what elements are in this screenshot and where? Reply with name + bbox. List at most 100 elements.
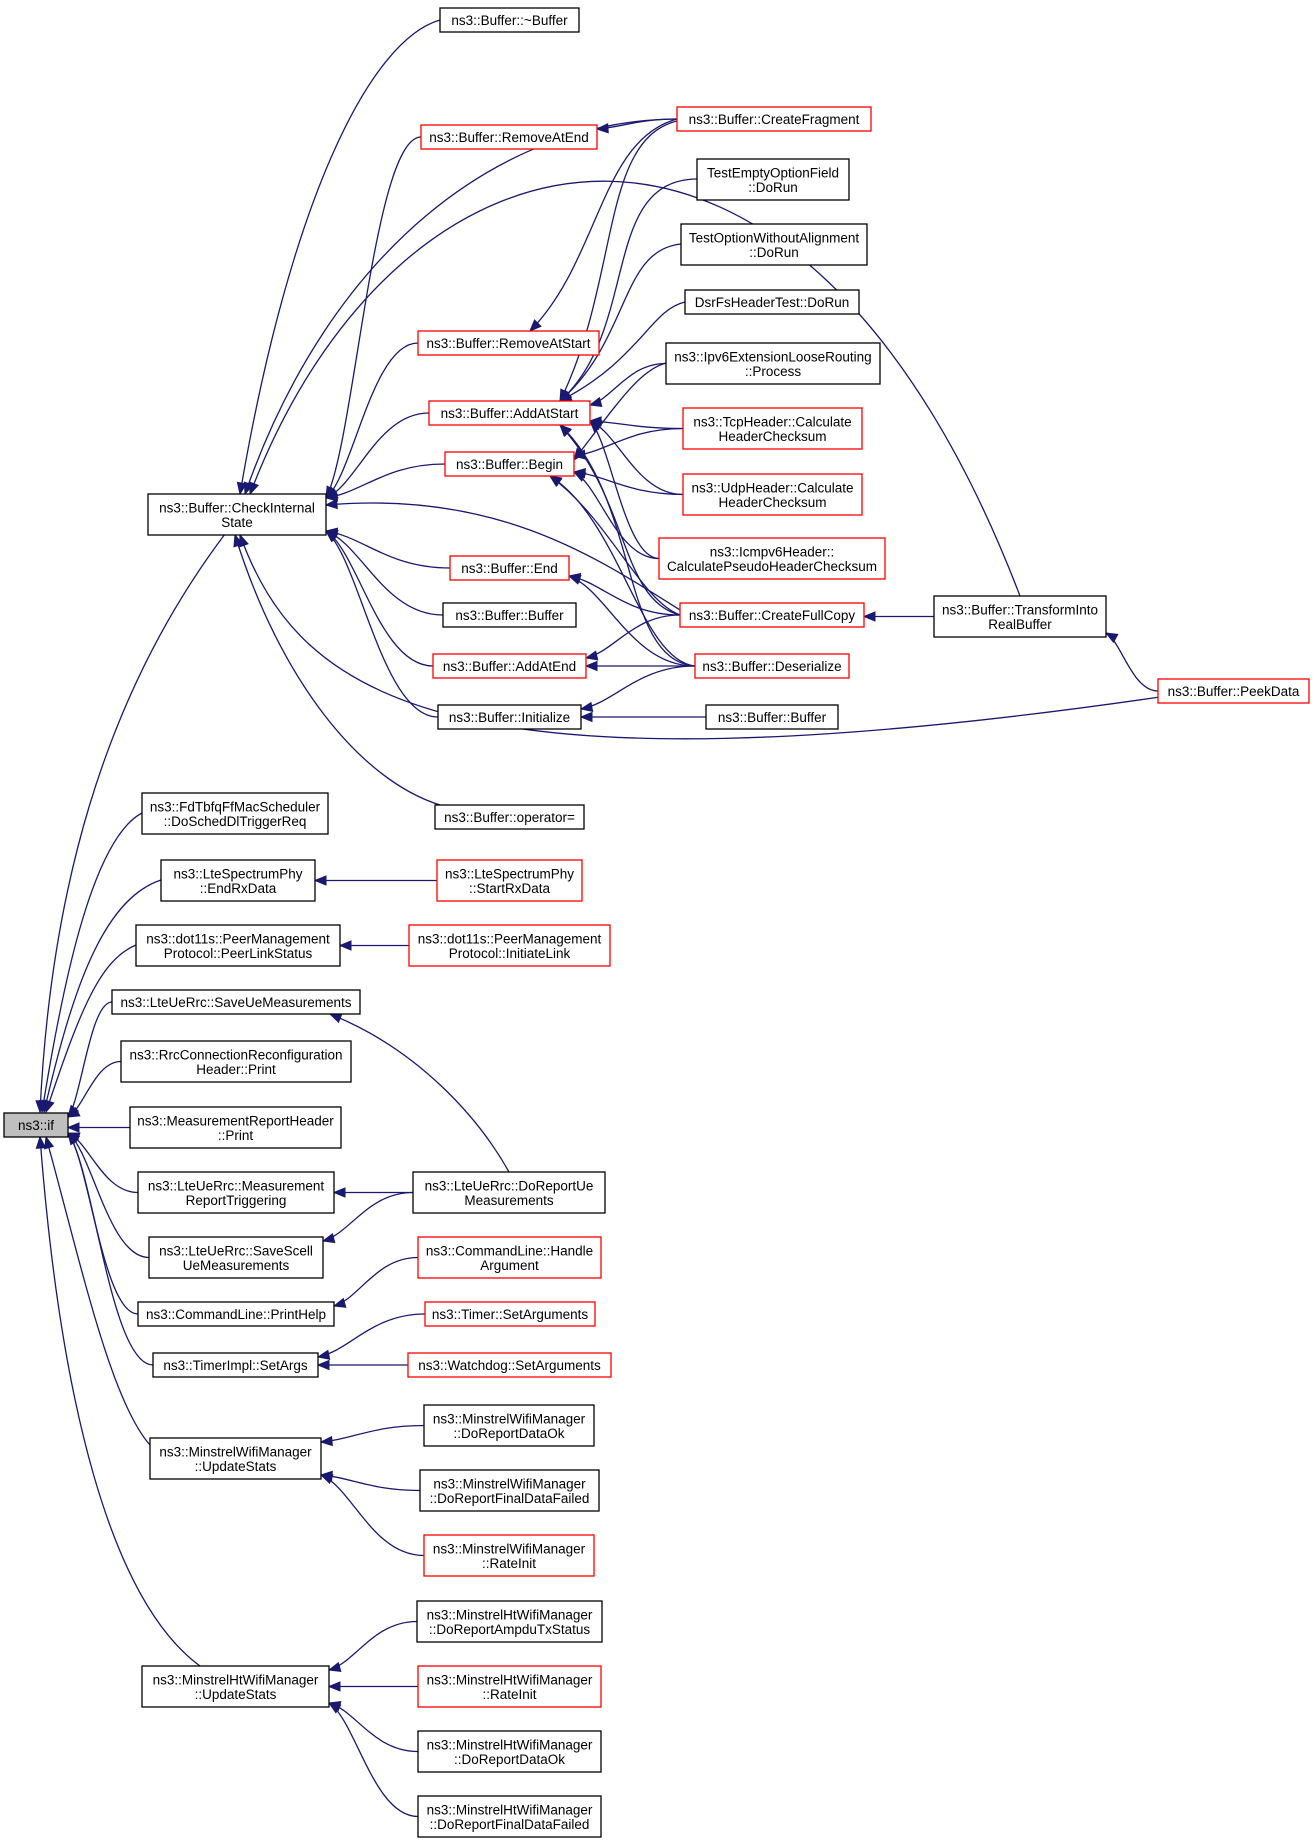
node-box [682, 407, 863, 450]
edge-root-measReportHdr [66, 1122, 131, 1133]
node-timerSetArgs[interactable]: ns3::Timer::SetArguments [424, 1301, 596, 1327]
node-box [705, 704, 839, 730]
node-box [436, 859, 583, 902]
node-label: Argument [480, 1258, 539, 1273]
node-label: ns3::if [18, 1118, 54, 1133]
node-label: ::UpdateStats [195, 1459, 277, 1474]
node-dsrFs[interactable]: DsrFsHeaderTest::DoRun [684, 289, 860, 315]
edge-arrowhead [316, 1359, 330, 1371]
node-bufBuffer1[interactable]: ns3::Buffer::Buffer [442, 602, 577, 628]
node-htAmpdu[interactable]: ns3::MinstrelHtWifiManager::DoReportAmpd… [416, 1600, 603, 1643]
edge-layer [35, 19, 1161, 1818]
node-label: ns3::LteUeRrc::Measurement [148, 1178, 325, 1193]
node-saveUeMeas[interactable]: ns3::LteUeRrc::SaveUeMeasurements [111, 989, 361, 1015]
node-createFullCopy[interactable]: ns3::Buffer::CreateFullCopy [679, 602, 865, 628]
node-label: ::UpdateStats [195, 1687, 277, 1702]
node-testEmptyOpt[interactable]: TestEmptyOptionField::DoRun [696, 158, 850, 201]
node-ipv6Ext[interactable]: ns3::Ipv6ExtensionLooseRouting::Process [665, 342, 881, 385]
node-removeAtStart[interactable]: ns3::Buffer::RemoveAtStart [417, 330, 600, 356]
node-bufDtor[interactable]: ns3::Buffer::~Buffer [439, 7, 580, 33]
node-printHelp[interactable]: ns3::CommandLine::PrintHelp [137, 1301, 335, 1327]
edge-line [234, 534, 441, 806]
node-box [423, 1404, 595, 1447]
edge-arrowhead [572, 471, 587, 482]
node-label: ns3::FdTbfqFfMacScheduler [150, 799, 321, 814]
node-label: Header::Print [196, 1062, 276, 1077]
edge-checkInternal-begin [324, 463, 446, 502]
node-measReportTrig[interactable]: ns3::LteUeRrc::MeasurementReportTriggeri… [137, 1171, 335, 1214]
node-timerImplSetArgs[interactable]: ns3::TimerImpl::SetArgs [152, 1352, 319, 1378]
node-end[interactable]: ns3::Buffer::End [449, 555, 570, 581]
node-htDataOk[interactable]: ns3::MinstrelHtWifiManager::DoReportData… [417, 1730, 602, 1773]
node-box [424, 1301, 596, 1327]
edge-line [244, 118, 678, 495]
node-measReportHdr[interactable]: ns3::MeasurementReportHeader::Print [129, 1106, 342, 1149]
node-box [434, 804, 585, 830]
edge-arrowhead [548, 475, 563, 487]
edge-addAtStart-deserialize [559, 424, 696, 667]
node-label: ns3::Buffer::RemoveAtEnd [429, 130, 589, 145]
node-bufBuffer2[interactable]: ns3::Buffer::Buffer [705, 704, 839, 730]
node-removeAtEnd[interactable]: ns3::Buffer::RemoveAtEnd [420, 124, 598, 150]
edge-arrowhead [44, 1135, 55, 1150]
node-initiateLink[interactable]: ns3::dot11s::PeerManagementProtocol::Ini… [408, 924, 611, 967]
node-begin[interactable]: ns3::Buffer::Begin [444, 451, 575, 477]
node-lteStartRx[interactable]: ns3::LteSpectrumPhy::StartRxData [436, 859, 583, 902]
node-testOptNoAlign[interactable]: TestOptionWithoutAlignment::DoRun [680, 223, 868, 266]
node-htRateInit[interactable]: ns3::MinstrelHtWifiManager::RateInit [417, 1665, 602, 1708]
node-label: ns3::LteSpectrumPhy [445, 866, 574, 881]
node-peerLinkStatus[interactable]: ns3::dot11s::PeerManagementProtocol::Pee… [135, 924, 341, 967]
node-htFinalFail[interactable]: ns3::MinstrelHtWifiManager::DoReportFina… [417, 1795, 602, 1838]
node-label: ns3::MinstrelWifiManager [433, 1476, 586, 1491]
node-label: ns3::MinstrelWifiManager [433, 1541, 586, 1556]
node-box [428, 400, 591, 426]
node-box [1157, 678, 1310, 704]
node-box [933, 595, 1107, 638]
node-box [423, 1534, 595, 1577]
node-label: State [221, 515, 253, 530]
node-box [444, 451, 575, 477]
node-lteEndRx[interactable]: ns3::LteSpectrumPhy::EndRxData [160, 859, 316, 902]
node-box [416, 1600, 603, 1643]
node-minstrelRateInit[interactable]: ns3::MinstrelWifiManager::RateInit [423, 1534, 595, 1577]
edge-arrowhead [324, 498, 338, 510]
node-minstrelDataOk[interactable]: ns3::MinstrelWifiManager::DoReportDataOk [423, 1404, 595, 1447]
node-root[interactable]: ns3::if [3, 1112, 69, 1138]
edge-arrowhead [66, 1107, 81, 1118]
node-initialize[interactable]: ns3::Buffer::Initialize [437, 704, 582, 730]
node-box [417, 1236, 602, 1279]
node-htUpdate[interactable]: ns3::MinstrelHtWifiManager::UpdateStats [141, 1665, 330, 1708]
node-box [420, 124, 598, 150]
node-icmpv6[interactable]: ns3::Icmpv6Header::CalculatePseudoHeader… [658, 537, 886, 580]
node-deserialize[interactable]: ns3::Buffer::Deserialize [694, 653, 850, 679]
node-operatorEq[interactable]: ns3::Buffer::operator= [434, 804, 585, 830]
node-addAtEnd[interactable]: ns3::Buffer::AddAtEnd [432, 653, 587, 679]
edge-arrowhead [579, 701, 594, 713]
node-watchdogSetArgs[interactable]: ns3::Watchdog::SetArguments [407, 1352, 612, 1378]
node-rrcConnReconf[interactable]: ns3::RrcConnectionReconfigurationHeader:… [120, 1040, 352, 1083]
node-addAtStart[interactable]: ns3::Buffer::AddAtStart [428, 400, 591, 426]
node-label: ns3::Ipv6ExtensionLooseRouting [674, 349, 871, 364]
edge-line [589, 420, 684, 430]
node-label: ::DoReportDataOk [453, 1426, 564, 1441]
node-createFragment[interactable]: ns3::Buffer::CreateFragment [676, 106, 872, 132]
node-label: Protocol::PeerLinkStatus [164, 946, 313, 961]
edge-line [573, 471, 660, 560]
edge-addAtStart-tcpHeader [588, 416, 684, 430]
node-label: ns3::dot11s::PeerManagement [146, 931, 330, 946]
node-fdTbfq[interactable]: ns3::FdTbfqFfMacScheduler::DoSchedDlTrig… [141, 792, 329, 835]
node-minstrelFinalFail[interactable]: ns3::MinstrelWifiManager::DoReportFinalD… [419, 1469, 600, 1512]
edge-line [573, 362, 667, 461]
edge-line [325, 502, 681, 611]
node-minstrelUpdate[interactable]: ns3::MinstrelWifiManager::UpdateStats [149, 1437, 322, 1480]
node-peekData[interactable]: ns3::Buffer::PeekData [1157, 678, 1310, 704]
edge-initialize-bufBuffer2 [579, 711, 707, 723]
node-label: ns3::Buffer::Deserialize [702, 659, 841, 674]
